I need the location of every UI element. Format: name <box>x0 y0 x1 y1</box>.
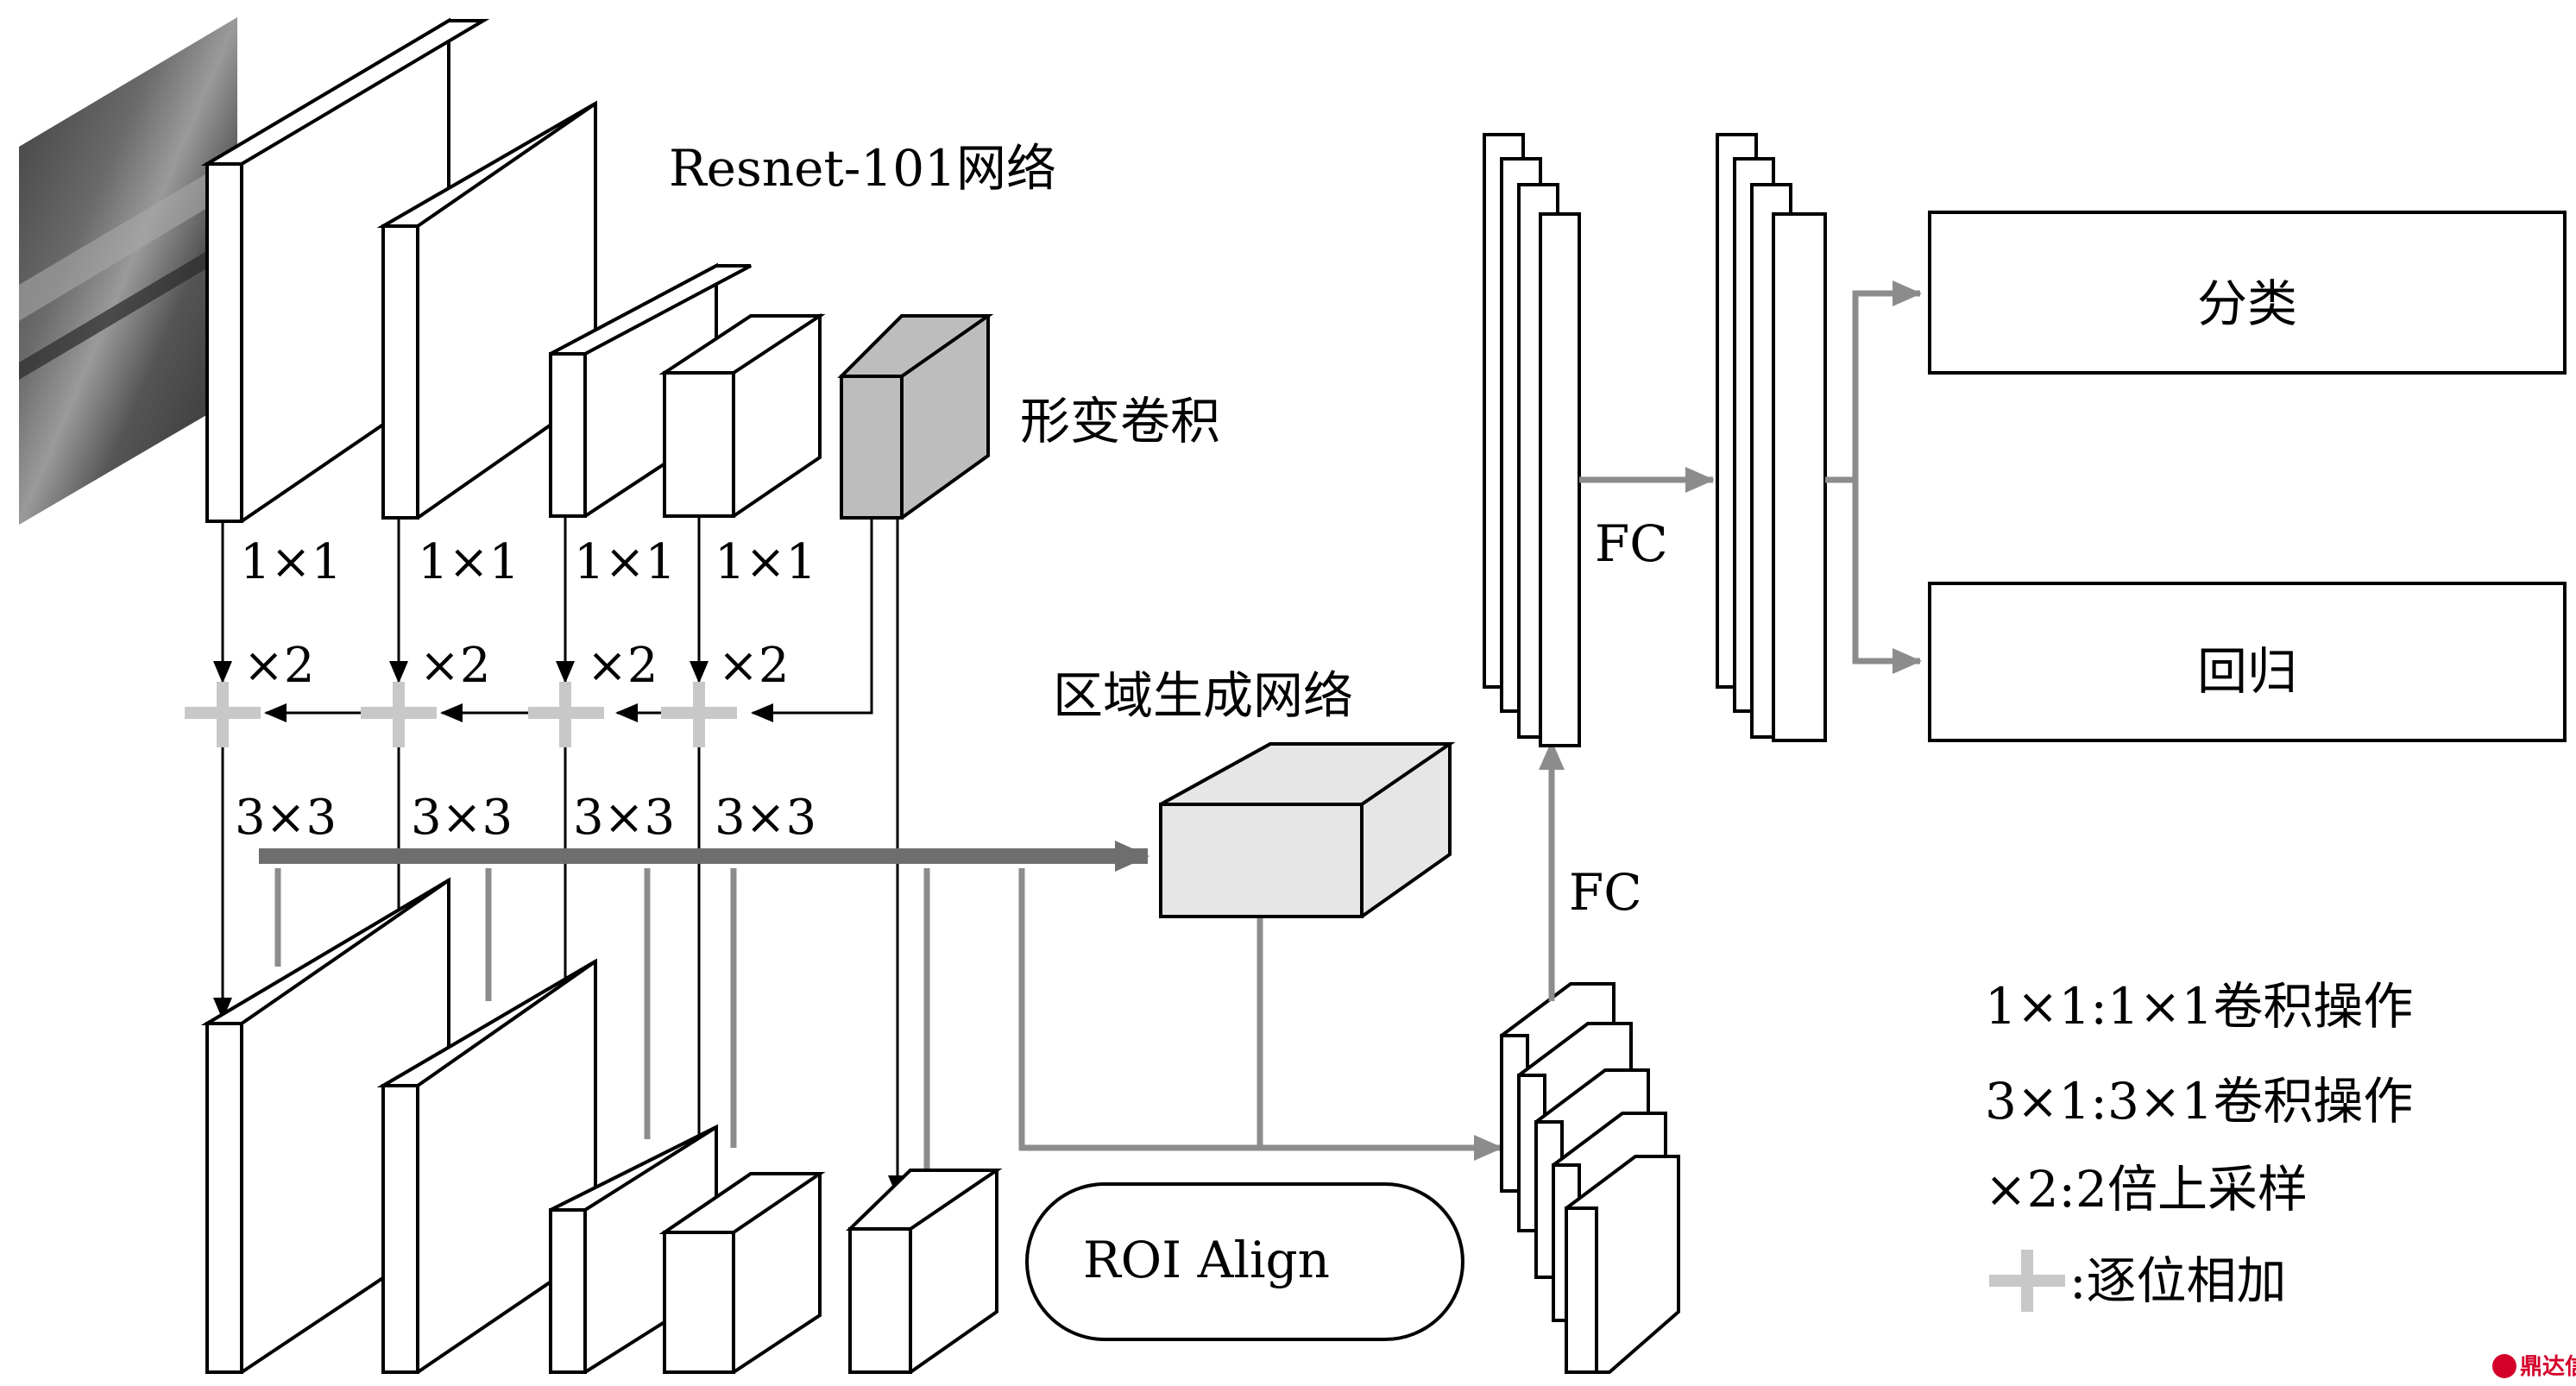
classification-box <box>1928 211 2567 375</box>
conv3x3-label: 3×3 <box>411 790 513 846</box>
add-icon <box>361 682 437 747</box>
pyramid-block-2 <box>376 958 597 1374</box>
upsample-label: ×2 <box>718 638 790 694</box>
network-title: Resnet-101网络 <box>669 139 1056 198</box>
roi-label: ROI Align <box>1083 1231 1330 1289</box>
legend-item-2: 3×1:3×1卷积操作 <box>1985 1072 2413 1131</box>
rpn-block <box>1159 742 1456 918</box>
add-icon <box>185 682 261 747</box>
roi-align-pill <box>1025 1182 1464 1341</box>
pyramid-block-4 <box>658 1172 826 1374</box>
upsample-label: ×2 <box>587 638 658 694</box>
roi-feature-stack <box>1500 982 1680 1374</box>
deform-label: 形变卷积 <box>1020 392 1220 450</box>
upsample-label: ×2 <box>419 638 491 694</box>
legend-item-3: ×2:2倍上采样 <box>1985 1160 2308 1219</box>
fc-label-bottom: FC <box>1569 863 1642 922</box>
backbone-block-2 <box>376 100 597 520</box>
conv3x3-label: 3×3 <box>573 790 675 846</box>
add-icon <box>661 682 737 747</box>
conv1x1-label: 1×1 <box>574 534 676 590</box>
conv1x1-label: 1×1 <box>715 534 816 590</box>
upsample-label: ×2 <box>243 638 315 694</box>
conv1x1-label: 1×1 <box>418 534 520 590</box>
add-icon <box>528 682 604 747</box>
classification-label: 分类 <box>2197 274 2297 333</box>
regression-label: 回归 <box>2197 642 2297 701</box>
input-image <box>19 17 237 525</box>
conv3x3-label: 3×3 <box>235 790 337 846</box>
legend-item-1: 1×1:1×1卷积操作 <box>1985 977 2413 1036</box>
fc-stack-2 <box>1716 133 1827 742</box>
watermark-logo <box>2492 1354 2516 1378</box>
conv1x1-label: 1×1 <box>240 534 342 590</box>
roi-feature-lines <box>274 868 1503 1182</box>
rpn-label: 区域生成网络 <box>1053 666 1353 725</box>
legend-item-4: :逐位相加 <box>2069 1251 2287 1310</box>
regression-box <box>1928 582 2567 742</box>
lateral-connections <box>213 516 873 722</box>
backbone-block-4 <box>658 313 826 518</box>
output-branch <box>1825 280 1922 674</box>
fc-stack-1 <box>1483 133 1581 747</box>
pyramid-block-5 <box>846 1169 1003 1374</box>
watermark-text: 鼎达信 <box>2520 1354 2576 1380</box>
deformable-conv-block <box>837 314 994 520</box>
add-symbols <box>185 682 737 747</box>
conv3x3-label: 3×3 <box>715 790 816 846</box>
legend-add-icon <box>1989 1250 2065 1312</box>
fc-label-top: FC <box>1595 514 1668 573</box>
